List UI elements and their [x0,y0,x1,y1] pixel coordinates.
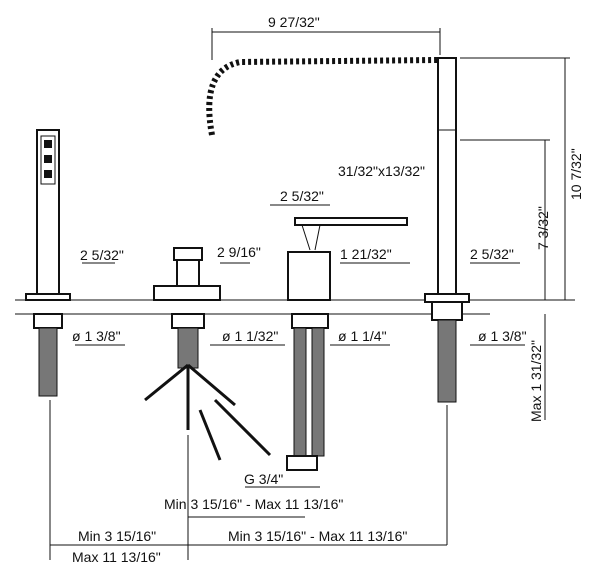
dim-mixer-body: 1 21/32" [340,246,392,262]
dimension-lines [49,28,570,560]
dim-diverter-base: 2 9/16" [217,244,261,260]
dim-max-deck: Max 1 31/32" [528,340,544,422]
dim-inlet-thread: G 3/4" [244,471,283,487]
dim-hole-spout: ø 1 3/8" [478,328,527,344]
dim-spout-section: 31/32"x13/32" [338,163,425,179]
dim-mixer-handle: 2 5/32" [280,188,324,204]
dim-spacing-diverter-mixer: Min 3 15/16" - Max 11 13/16" [164,496,343,512]
dim-hole-handshower: ø 1 3/8" [72,328,121,344]
diverter [144,247,272,461]
dim-hole-mixer: ø 1 1/4" [338,328,387,344]
dim-hole-diverter: ø 1 1/32" [222,328,278,344]
dim-spacing-diverter-spout: Min 3 15/16" - Max 11 13/16" [228,528,407,544]
dim-spout-reach: 9 27/32" [268,14,320,30]
dim-spacing-handshower-max: Max 11 13/16" [72,549,161,565]
dim-overall-height: 10 7/32" [568,148,584,200]
spout [206,57,470,403]
dim-column-height: 7 3/32" [535,206,551,250]
dim-spacing-handshower-min: Min 3 15/16" [78,528,156,544]
deck [15,299,575,315]
mixer [286,217,408,471]
dim-spout-base: 2 5/32" [470,246,514,262]
handshower [25,129,71,397]
dim-handshower-base: 2 5/32" [80,247,124,263]
